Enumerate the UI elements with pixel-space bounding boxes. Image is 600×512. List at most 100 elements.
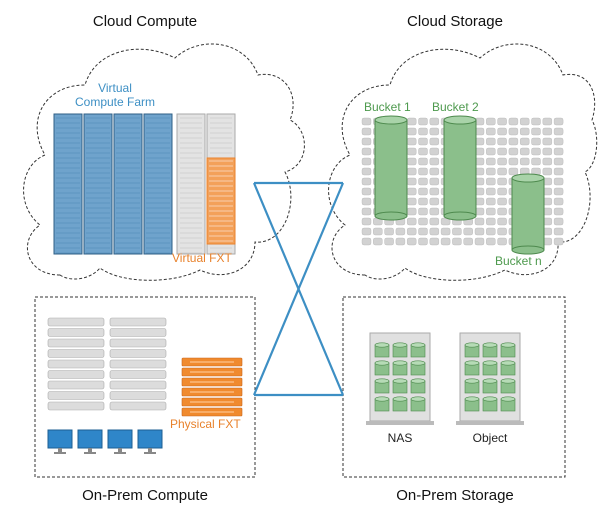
storage-block (486, 147, 496, 156)
storage-block (497, 167, 507, 176)
storage-block (361, 187, 372, 196)
storage-block (486, 197, 496, 206)
bucket-1-label: Bucket 1 (364, 100, 411, 114)
storage-block (418, 177, 428, 186)
storage-block (407, 217, 417, 226)
bucket-cylinder (374, 115, 408, 221)
storage-block (542, 167, 552, 176)
storage-block (553, 167, 564, 176)
storage-block (531, 157, 541, 166)
storage-block (407, 147, 417, 156)
storage-block (531, 137, 541, 146)
virtual-fxt-label: Virtual FXT (172, 251, 232, 265)
storage-block (418, 137, 428, 146)
storage-block (361, 217, 372, 226)
storage-block (497, 197, 507, 206)
monitor-icon (77, 429, 103, 454)
storage-block (486, 237, 496, 246)
storage-block (486, 227, 496, 236)
title-cloud-compute: Cloud Compute (93, 13, 197, 30)
storage-block (373, 227, 383, 236)
bucket-n-label: Bucket n (495, 254, 542, 268)
storage-block (497, 137, 507, 146)
server-unit (47, 380, 105, 390)
compute-rack (53, 113, 83, 255)
storage-block (520, 147, 530, 156)
storage-block (486, 177, 496, 186)
storage-block (361, 167, 372, 176)
storage-block (542, 147, 552, 156)
virtual-compute-label-line2: Compute Farm (75, 95, 155, 109)
storage-block (429, 197, 439, 206)
storage-block (497, 227, 507, 236)
storage-block (486, 117, 496, 126)
storage-block (553, 207, 564, 216)
physical-fxt-stack (181, 357, 243, 417)
compute-rack (113, 113, 143, 255)
storage-block (520, 137, 530, 146)
storage-block (418, 207, 428, 216)
storage-block (418, 147, 428, 156)
storage-block (474, 217, 485, 226)
storage-block (361, 137, 372, 146)
storage-block (361, 207, 372, 216)
storage-block (407, 157, 417, 166)
storage-block (553, 147, 564, 156)
server-unit (109, 328, 167, 337)
storage-block (497, 127, 507, 136)
storage-block (531, 147, 541, 156)
compute-rack (143, 113, 173, 255)
storage-block (463, 227, 473, 236)
storage-block (407, 207, 417, 216)
storage-block (407, 237, 417, 246)
storage-block (429, 137, 439, 146)
storage-block (486, 207, 496, 216)
server-unit (109, 317, 167, 327)
storage-block (553, 237, 564, 246)
server-unit (47, 338, 105, 348)
storage-block (429, 227, 439, 236)
storage-block (452, 237, 462, 246)
storage-block (361, 197, 372, 206)
storage-block (384, 227, 394, 236)
compute-rack (83, 113, 113, 255)
server-unit (109, 349, 167, 358)
virtual-fxt-racks (176, 113, 236, 255)
cloud-compute-outline (23, 43, 305, 281)
bucket-cylinders (374, 115, 545, 255)
storage-block (463, 237, 473, 246)
nas-label: NAS (388, 431, 413, 445)
storage-block (429, 217, 439, 226)
server-unit (47, 317, 105, 327)
virtual-compute-label-line1: Virtual (98, 81, 132, 95)
storage-block (395, 237, 406, 246)
storage-block (418, 227, 428, 236)
storage-block (497, 237, 507, 246)
storage-block (429, 177, 439, 186)
storage-block (542, 127, 552, 136)
nas-storage-icon (366, 332, 434, 425)
storage-block (542, 137, 552, 146)
storage-block (384, 237, 394, 246)
storage-block (418, 117, 428, 126)
storage-block (542, 157, 552, 166)
storage-block (508, 167, 519, 176)
storage-block (418, 167, 428, 176)
server-unit (109, 401, 167, 411)
storage-block (553, 227, 564, 236)
physical-fxt-label: Physical FXT (170, 417, 241, 431)
storage-block (553, 157, 564, 166)
storage-block (474, 237, 485, 246)
onprem-compute-box (34, 296, 256, 478)
monitor-icons (47, 429, 163, 454)
storage-block (553, 127, 564, 136)
storage-block (486, 187, 496, 196)
storage-block (486, 157, 496, 166)
gray-rack (176, 113, 206, 255)
monitor-icon (137, 429, 163, 454)
storage-block (418, 187, 428, 196)
server-unit (47, 391, 105, 400)
storage-block (407, 117, 417, 126)
storage-block (440, 237, 451, 246)
